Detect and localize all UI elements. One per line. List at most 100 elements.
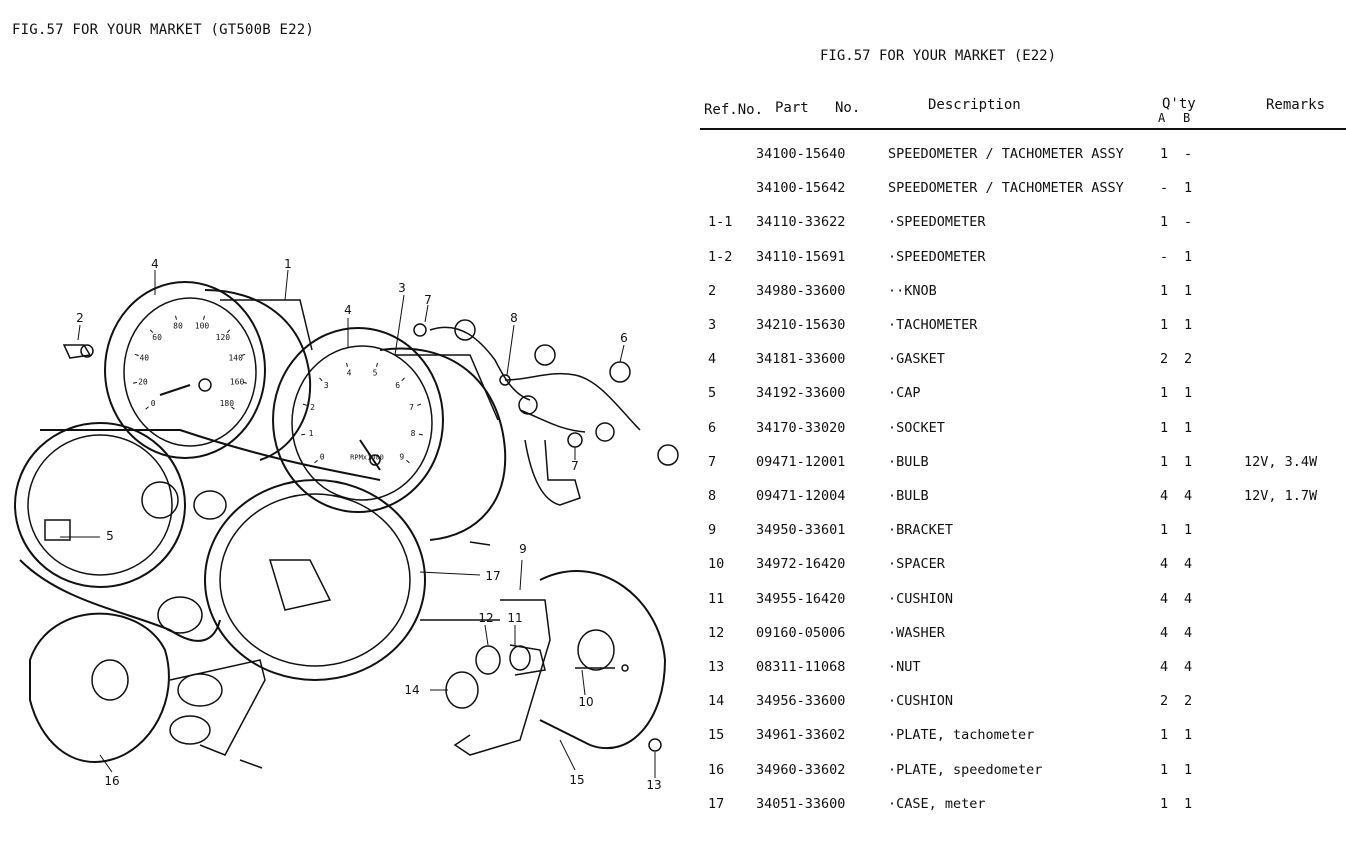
cell-description: ·TACHOMETER <box>888 317 978 333</box>
cell-qty-a: - <box>1160 180 1169 197</box>
cell-ref: 7 <box>708 453 717 470</box>
tachometer-dial-number: 4 <box>347 369 352 378</box>
cell-qty-a: 4 <box>1160 556 1169 573</box>
cell-part-no: 34956-33600 <box>756 693 846 710</box>
speedometer-dial-tick <box>149 329 154 334</box>
speedometer-dial-number: 60 <box>152 333 162 342</box>
cell-description: SPEEDOMETER / TACHOMETER ASSY <box>888 146 1124 162</box>
speedometer-dial-tick <box>231 406 235 410</box>
cell-ref: 3 <box>708 317 717 333</box>
cell-qty-b: 1 <box>1184 419 1193 436</box>
leader-lines <box>60 269 656 778</box>
header-qty-b: B <box>1183 111 1191 125</box>
cell-ref: 13 <box>708 659 725 675</box>
cell-part-no: 34960-33602 <box>756 761 846 778</box>
speedometer-dial-tick <box>226 329 231 334</box>
cell-part-no: 34051-33600 <box>756 795 846 812</box>
cell-qty-a: 1 <box>1160 419 1169 436</box>
cell-ref: 2 <box>708 282 717 299</box>
cell-description: ·CAP <box>888 385 921 402</box>
cell-remarks: 12V, 1.7W <box>1244 488 1318 504</box>
cell-ref: 11 <box>708 590 725 607</box>
cell-qty-a: 1 <box>1160 727 1169 744</box>
cell-ref: 1-2 <box>708 248 733 265</box>
cell-qty-a: 1 <box>1160 453 1169 470</box>
callout-16: 16 <box>104 774 119 788</box>
cell-description: ·GASKET <box>888 351 945 368</box>
header-no: No. <box>835 100 861 116</box>
cell-part-no: 34100-15642 <box>756 180 846 197</box>
tachometer-dial-number: 1 <box>309 429 314 438</box>
cushion-spacer-parts <box>445 541 662 752</box>
cell-qty-b: 1 <box>1184 795 1193 812</box>
callout-2: 2 <box>76 311 84 325</box>
cell-qty-a: 1 <box>1160 795 1169 812</box>
knob-part <box>62 344 94 359</box>
cell-qty-a: 2 <box>1160 351 1169 368</box>
callout-1: 1 <box>284 257 292 271</box>
tachometer-dial-tick <box>346 362 348 367</box>
tachometer-dial-tick <box>314 459 318 464</box>
cell-description: ·SPACER <box>888 556 945 573</box>
cell-ref: 12 <box>708 624 725 641</box>
wiring-sockets-bulbs <box>413 319 679 506</box>
tachometer-dial-tick <box>302 403 307 406</box>
cell-qty-a: 1 <box>1160 385 1169 402</box>
header-part: Part <box>775 100 809 116</box>
speedometer-dial-tick <box>145 406 149 410</box>
tachometer-dial-number: 8 <box>411 429 416 438</box>
cell-qty-a: 2 <box>1160 693 1169 710</box>
header-qty: Q'ty <box>1162 96 1196 112</box>
cell-ref: 9 <box>708 522 717 539</box>
cell-qty-b: - <box>1184 146 1193 162</box>
speedometer-dial-tick <box>175 315 177 320</box>
cell-qty-b: 4 <box>1184 659 1193 675</box>
cell-part-no: 34170-33020 <box>756 419 846 436</box>
callout-7: 7 <box>571 459 579 473</box>
cell-description: ·NUT <box>888 659 921 675</box>
cell-part-no: 34181-33600 <box>756 351 846 368</box>
speedometer-dial-tick <box>203 315 205 320</box>
cell-qty-b: 2 <box>1184 693 1193 710</box>
speedometer-dial-tick <box>242 381 248 384</box>
tachometer-dial-number: 0 <box>320 452 325 461</box>
speedometer-dial-tick <box>132 381 138 384</box>
speedometer-dial-number: 160 <box>230 377 245 386</box>
cell-part-no: 34110-33622 <box>756 214 846 231</box>
cell-part-no: 34100-15640 <box>756 146 846 162</box>
tachometer-dial-number: 5 <box>373 369 378 378</box>
meter-case <box>14 422 426 681</box>
cell-part-no: 09471-12001 <box>756 453 846 470</box>
callout-15: 15 <box>569 773 584 787</box>
cell-description: ·SPEEDOMETER <box>888 214 986 231</box>
header-description: Description <box>928 97 1021 113</box>
speedometer-dial-number: 100 <box>195 322 210 331</box>
cell-qty-a: 1 <box>1160 522 1169 539</box>
cell-part-no: 09471-12004 <box>756 488 846 504</box>
cell-description: ··KNOB <box>888 282 937 299</box>
cell-ref: 6 <box>708 419 717 436</box>
cell-description: ·BULB <box>888 488 929 504</box>
left-figure-title: FIG.57 FOR YOUR MARKET (GT500B E22) <box>12 22 315 38</box>
speedometer-dial-tick <box>241 353 246 356</box>
callout-7: 7 <box>424 293 432 307</box>
cell-qty-a: 4 <box>1160 659 1169 675</box>
speedometer-dial-tick <box>134 353 139 356</box>
cell-description: SPEEDOMETER / TACHOMETER ASSY <box>888 180 1124 197</box>
callout-9: 9 <box>519 542 527 556</box>
cell-qty-a: 4 <box>1160 624 1169 641</box>
cell-qty-b: 1 <box>1184 522 1193 539</box>
tachometer-dial-tick <box>417 403 422 406</box>
cell-ref: 1-1 <box>708 214 733 231</box>
tachometer-dial-number: 7 <box>409 403 414 412</box>
tachometer-dial-tick <box>418 433 423 436</box>
cell-ref: 8 <box>708 488 717 504</box>
cell-ref: 4 <box>708 351 717 368</box>
cell-ref: 16 <box>708 761 725 778</box>
cell-description: ·SOCKET <box>888 419 945 436</box>
tachometer-dial-number: 9 <box>399 452 404 461</box>
cell-qty-b: 1 <box>1184 317 1193 333</box>
speedometer-dial-number: 180 <box>220 399 235 408</box>
cell-qty-b: 4 <box>1184 556 1193 573</box>
